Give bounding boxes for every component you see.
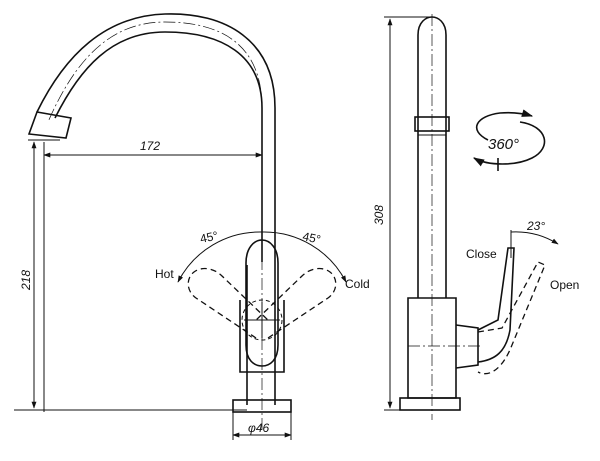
handle-center (245, 239, 279, 367)
side-base (399, 397, 461, 411)
faucet-base (232, 399, 292, 413)
close-label: Close (466, 247, 497, 261)
front-view: 45° 45° Hot Cold 172 218 φ46 (14, 13, 370, 440)
side-handle-open (477, 261, 546, 375)
handle-hot-position (187, 267, 271, 339)
spout-height-label: 218 (19, 270, 33, 291)
rotation-arrow-upper (475, 109, 534, 141)
handle-pivot (241, 299, 283, 341)
hot-angle-arc (177, 231, 263, 283)
rotation-label: 360° (488, 136, 519, 153)
cold-angle-arc (261, 231, 347, 283)
total-height-label: 308 (372, 205, 386, 225)
handle-cold-position (253, 267, 337, 339)
lever-angle-label: 23° (526, 219, 545, 233)
spout-body (36, 13, 276, 405)
rotation-arrow-lower (473, 121, 546, 167)
cold-label: Cold (345, 277, 370, 291)
side-cartridge (455, 324, 479, 369)
open-label: Open (550, 278, 579, 292)
reach-dimension-label: 172 (140, 139, 160, 153)
hot-angle-label: 45° (199, 228, 220, 246)
lever-angle-arc (510, 231, 559, 245)
cold-angle-label: 45° (301, 229, 322, 247)
side-handle-closed (477, 247, 515, 363)
spout-outlet (27, 111, 72, 139)
pivot-cross (244, 302, 280, 338)
body-collar (239, 300, 285, 373)
rotation-symbol: 360° (473, 109, 546, 171)
hot-label: Hot (155, 267, 174, 281)
base-diameter-label: φ46 (248, 421, 270, 435)
side-view: 23° Close Open 308 360° (372, 14, 579, 420)
spout-centerline (47, 21, 263, 430)
